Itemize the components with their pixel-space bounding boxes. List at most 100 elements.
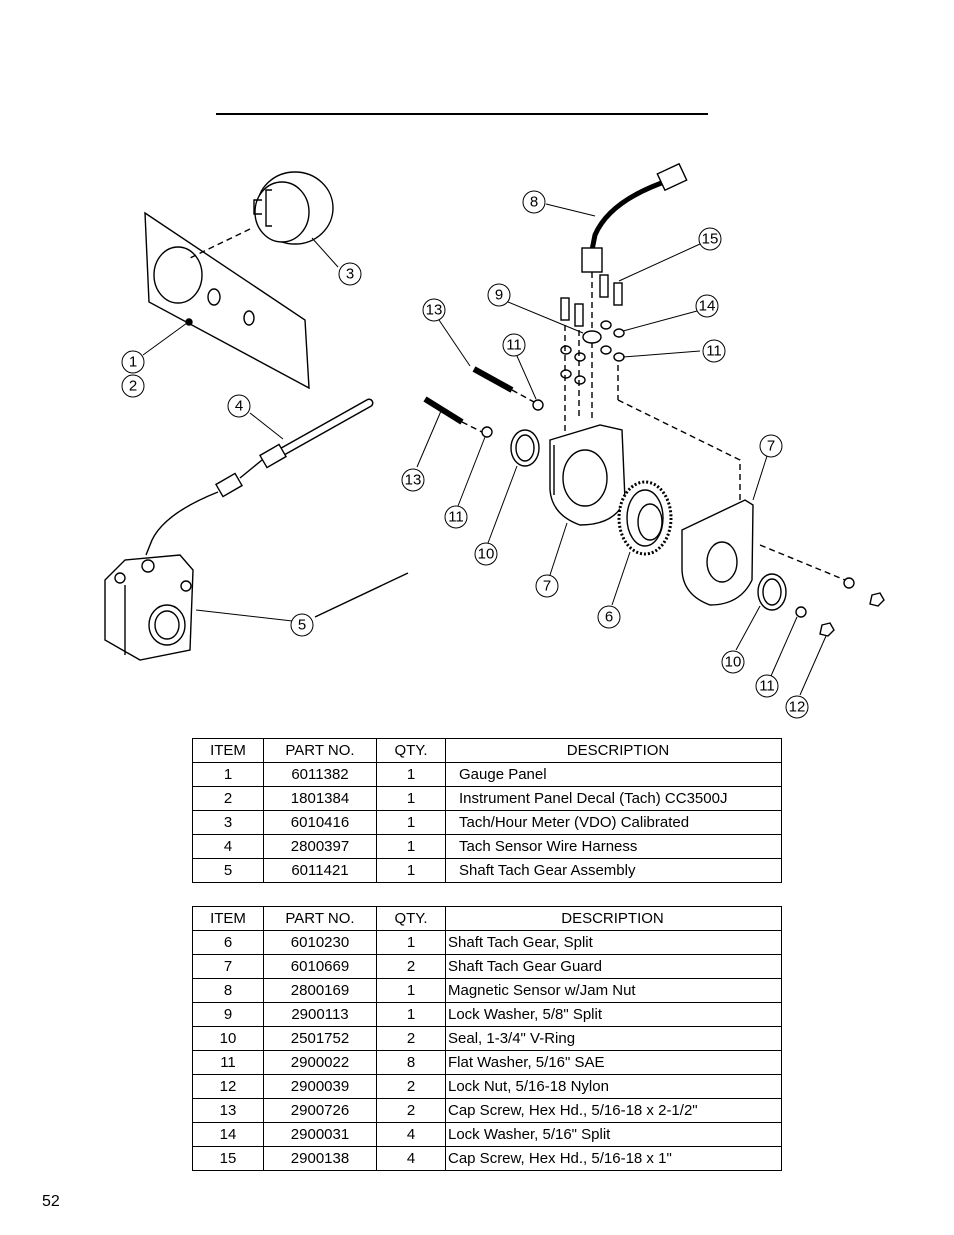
- callout-7b: 7: [759, 434, 783, 458]
- cell-part-no: 2900039: [263, 1074, 377, 1099]
- gauge-panel-drawing: [144, 211, 310, 390]
- cell-qty: 2: [376, 1026, 446, 1051]
- table-row: 3 6010416 1 Tach/Hour Meter (VDO) Calibr…: [192, 810, 782, 835]
- column-header-description: DESCRIPTION: [445, 738, 782, 763]
- cell-qty: 2: [376, 1098, 446, 1123]
- callout-6: 6: [597, 605, 621, 629]
- column-header-item: ITEM: [192, 738, 264, 763]
- cell-qty: 1: [376, 762, 446, 787]
- cell-qty: 1: [376, 930, 446, 955]
- cell-part-no: 2501752: [263, 1026, 377, 1051]
- long-cap-screws-drawing: [423, 366, 535, 433]
- callout-10a: 10: [474, 542, 498, 566]
- page-number: 52: [42, 1193, 60, 1210]
- column-header-part-no: PART NO.: [263, 906, 377, 931]
- exploded-parts-diagram: 1 2 3 4 5 6 7 7 8 9 10 10 11 11 11 11 12…: [104, 162, 885, 719]
- wire-harness-drawing: [145, 398, 374, 556]
- parts-table-gauge: ITEM PART NO. QTY. DESCRIPTION 1 6011382…: [192, 738, 782, 883]
- svg-text:15: 15: [702, 231, 719, 248]
- svg-text:10: 10: [725, 654, 742, 671]
- cell-qty: 2: [376, 1074, 446, 1099]
- cell-item: 3: [192, 810, 264, 835]
- cell-part-no: 1801384: [263, 786, 377, 811]
- svg-text:13: 13: [426, 302, 443, 319]
- callout-labels: 1 2 3 4 5 6 7 7 8 9 10 10 11 11 11 11 12…: [121, 190, 809, 719]
- table-row: 2 1801384 1 Instrument Panel Decal (Tach…: [192, 786, 782, 811]
- cell-item: 9: [192, 1002, 264, 1027]
- callout-11a: 11: [502, 333, 526, 357]
- washers-drawing: [481, 320, 855, 618]
- cell-description: Lock Washer, 5/8" Split: [445, 1002, 782, 1027]
- column-header-item: ITEM: [192, 906, 264, 931]
- cell-qty: 1: [376, 858, 446, 883]
- svg-text:9: 9: [495, 287, 503, 304]
- table-row: 12 2900039 2 Lock Nut, 5/16-18 Nylon: [192, 1074, 782, 1099]
- column-header-part-no: PART NO.: [263, 738, 377, 763]
- callout-1: 1: [121, 350, 145, 374]
- cell-part-no: 6010416: [263, 810, 377, 835]
- cell-qty: 4: [376, 1122, 446, 1147]
- cell-part-no: 2900726: [263, 1098, 377, 1123]
- svg-text:11: 11: [759, 678, 775, 695]
- svg-text:11: 11: [706, 343, 722, 360]
- svg-text:7: 7: [767, 438, 775, 455]
- callout-2: 2: [121, 374, 145, 398]
- cell-item: 6: [192, 930, 264, 955]
- table-row: 7 6010669 2 Shaft Tach Gear Guard: [192, 954, 782, 979]
- table-row: 13 2900726 2 Cap Screw, Hex Hd., 5/16-18…: [192, 1098, 782, 1123]
- column-header-description: DESCRIPTION: [445, 906, 782, 931]
- callout-5: 5: [290, 613, 314, 637]
- cell-description: Instrument Panel Decal (Tach) CC3500J: [445, 786, 782, 811]
- table-header-row: ITEM PART NO. QTY. DESCRIPTION: [192, 738, 782, 763]
- cell-item: 12: [192, 1074, 264, 1099]
- callout-15: 15: [698, 227, 722, 251]
- svg-text:12: 12: [789, 699, 806, 716]
- cell-item: 1: [192, 762, 264, 787]
- magnetic-sensor-drawing: [581, 162, 688, 420]
- table-row: 1 6011382 1 Gauge Panel: [192, 762, 782, 787]
- cell-description: Shaft Tach Gear Guard: [445, 954, 782, 979]
- callout-3: 3: [338, 262, 362, 286]
- cell-qty: 1: [376, 1002, 446, 1027]
- cell-item: 14: [192, 1122, 264, 1147]
- gear-guard-rear-drawing: [681, 499, 754, 606]
- seals-drawing: [510, 429, 787, 611]
- cell-description: Shaft Tach Gear Assembly: [445, 858, 782, 883]
- parts-table-gear: ITEM PART NO. QTY. DESCRIPTION 6 6010230…: [192, 906, 782, 1171]
- column-header-qty: QTY.: [376, 738, 446, 763]
- cell-description: Magnetic Sensor w/Jam Nut: [445, 978, 782, 1003]
- cell-description: Lock Washer, 5/16" Split: [445, 1122, 782, 1147]
- cell-qty: 8: [376, 1050, 446, 1075]
- svg-text:13: 13: [405, 472, 422, 489]
- svg-text:8: 8: [530, 194, 538, 211]
- cell-part-no: 2900031: [263, 1122, 377, 1147]
- cell-part-no: 6011421: [263, 858, 377, 883]
- callout-7a: 7: [535, 574, 559, 598]
- table-row: 10 2501752 2 Seal, 1-3/4" V-Ring: [192, 1026, 782, 1051]
- column-header-qty: QTY.: [376, 906, 446, 931]
- cell-qty: 1: [376, 978, 446, 1003]
- cell-part-no: 6010669: [263, 954, 377, 979]
- table-row: 11 2900022 8 Flat Washer, 5/16" SAE: [192, 1050, 782, 1075]
- cell-qty: 2: [376, 954, 446, 979]
- cap-screws-drawing: [560, 274, 741, 500]
- svg-text:11: 11: [506, 337, 522, 354]
- table-row: 6 6010230 1 Shaft Tach Gear, Split: [192, 930, 782, 955]
- cell-item: 7: [192, 954, 264, 979]
- cell-qty: 1: [376, 834, 446, 859]
- cell-qty: 1: [376, 810, 446, 835]
- svg-text:10: 10: [478, 546, 495, 563]
- cell-description: Seal, 1-3/4" V-Ring: [445, 1026, 782, 1051]
- callout-11c: 11: [444, 505, 468, 529]
- tach-meter-drawing: [189, 171, 334, 259]
- svg-text:2: 2: [129, 378, 137, 395]
- cell-qty: 4: [376, 1146, 446, 1171]
- table-row: 4 2800397 1 Tach Sensor Wire Harness: [192, 834, 782, 859]
- table-row: 9 2900113 1 Lock Washer, 5/8" Split: [192, 1002, 782, 1027]
- cell-description: Flat Washer, 5/16" SAE: [445, 1050, 782, 1075]
- table-row: 8 2800169 1 Magnetic Sensor w/Jam Nut: [192, 978, 782, 1003]
- cell-description: Tach Sensor Wire Harness: [445, 834, 782, 859]
- svg-text:11: 11: [448, 509, 464, 526]
- cell-item: 13: [192, 1098, 264, 1123]
- table-row: 15 2900138 4 Cap Screw, Hex Hd., 5/16-18…: [192, 1146, 782, 1171]
